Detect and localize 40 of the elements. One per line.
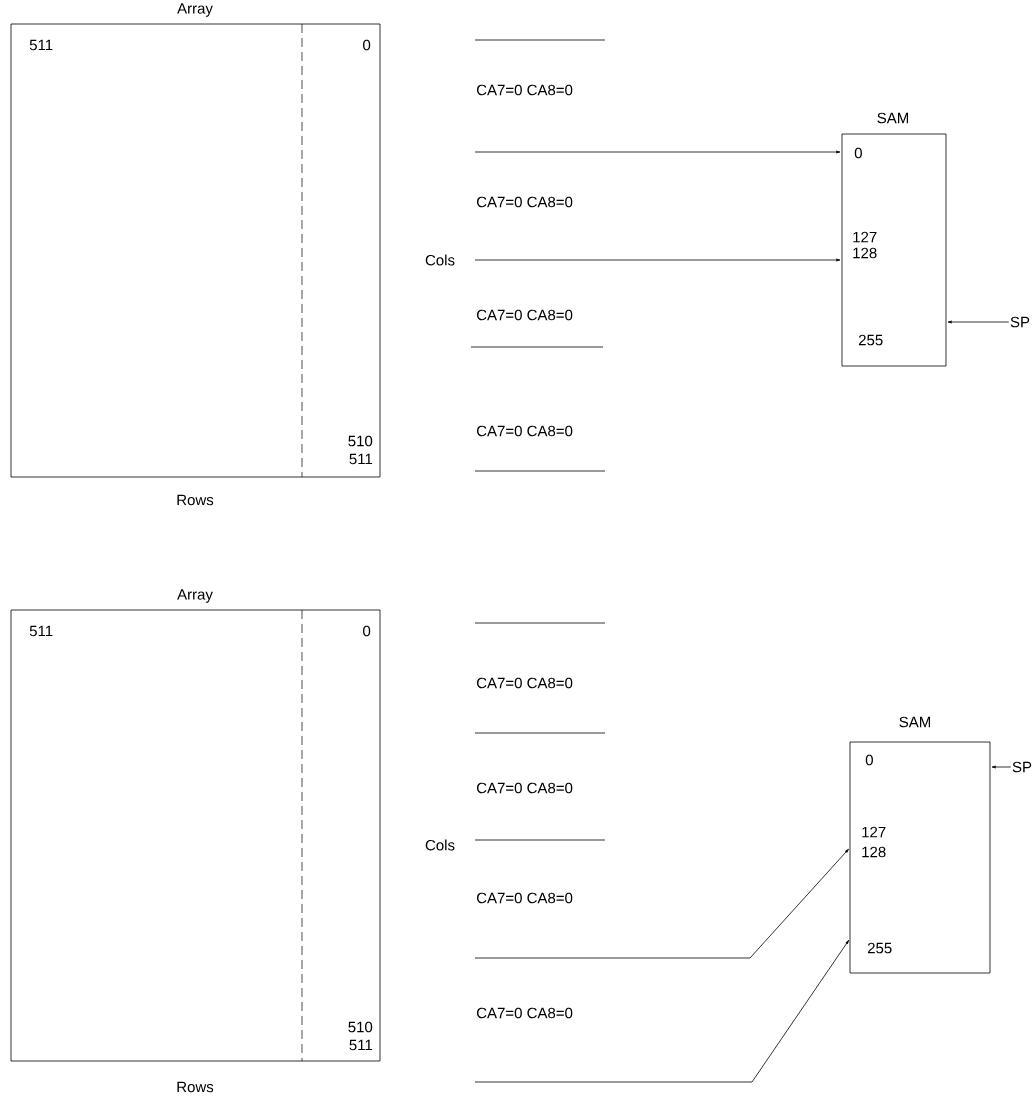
- address-number: 510: [348, 1021, 373, 1033]
- text-label: CA7=0 CA8=0: [476, 677, 573, 689]
- arrow: [947, 320, 1010, 324]
- arrow: [474, 258, 841, 262]
- address-number: 511: [349, 1039, 373, 1051]
- address-number: 127: [862, 826, 886, 838]
- arrow: [474, 150, 841, 154]
- address-number: 127: [853, 231, 877, 243]
- address-number: 511: [349, 453, 373, 465]
- axis-label: Rows: [177, 494, 214, 506]
- address-number: 0: [854, 147, 862, 159]
- box-heading: Array: [177, 3, 213, 17]
- axis-label: Rows: [177, 1081, 214, 1093]
- text-label: Cols: [425, 839, 455, 851]
- address-number: 0: [865, 754, 873, 766]
- address-number: 255: [867, 942, 892, 954]
- text-label: Cols: [425, 254, 455, 266]
- text-label: CA7=0 CA8=0: [476, 84, 573, 96]
- text-label: CA7=0 CA8=0: [476, 425, 573, 437]
- text-label: CA7=0 CA8=0: [476, 309, 573, 321]
- arrow: [474, 939, 850, 1083]
- address-number: 511: [29, 625, 53, 637]
- text-label: CA7=0 CA8=0: [476, 782, 573, 794]
- address-number: 511: [29, 39, 53, 51]
- box-heading: SAM: [877, 112, 908, 124]
- address-number: 0: [363, 39, 371, 51]
- pointer-label: SP: [1010, 316, 1030, 328]
- text-label: CA7=0 CA8=0: [476, 196, 573, 208]
- box-heading: Array: [177, 589, 213, 603]
- arrow: [991, 765, 1012, 769]
- address-number: 510: [348, 435, 373, 447]
- address-number: 128: [853, 247, 877, 259]
- address-number: 128: [862, 846, 886, 858]
- address-number: 255: [858, 334, 883, 346]
- box-heading: SAM: [899, 716, 930, 728]
- text-label: CA7=0 CA8=0: [476, 1007, 573, 1019]
- arrow: [474, 848, 849, 959]
- pointer-label: SP: [1012, 761, 1032, 773]
- text-label: CA7=0 CA8=0: [476, 892, 573, 904]
- address-number: 0: [363, 625, 371, 637]
